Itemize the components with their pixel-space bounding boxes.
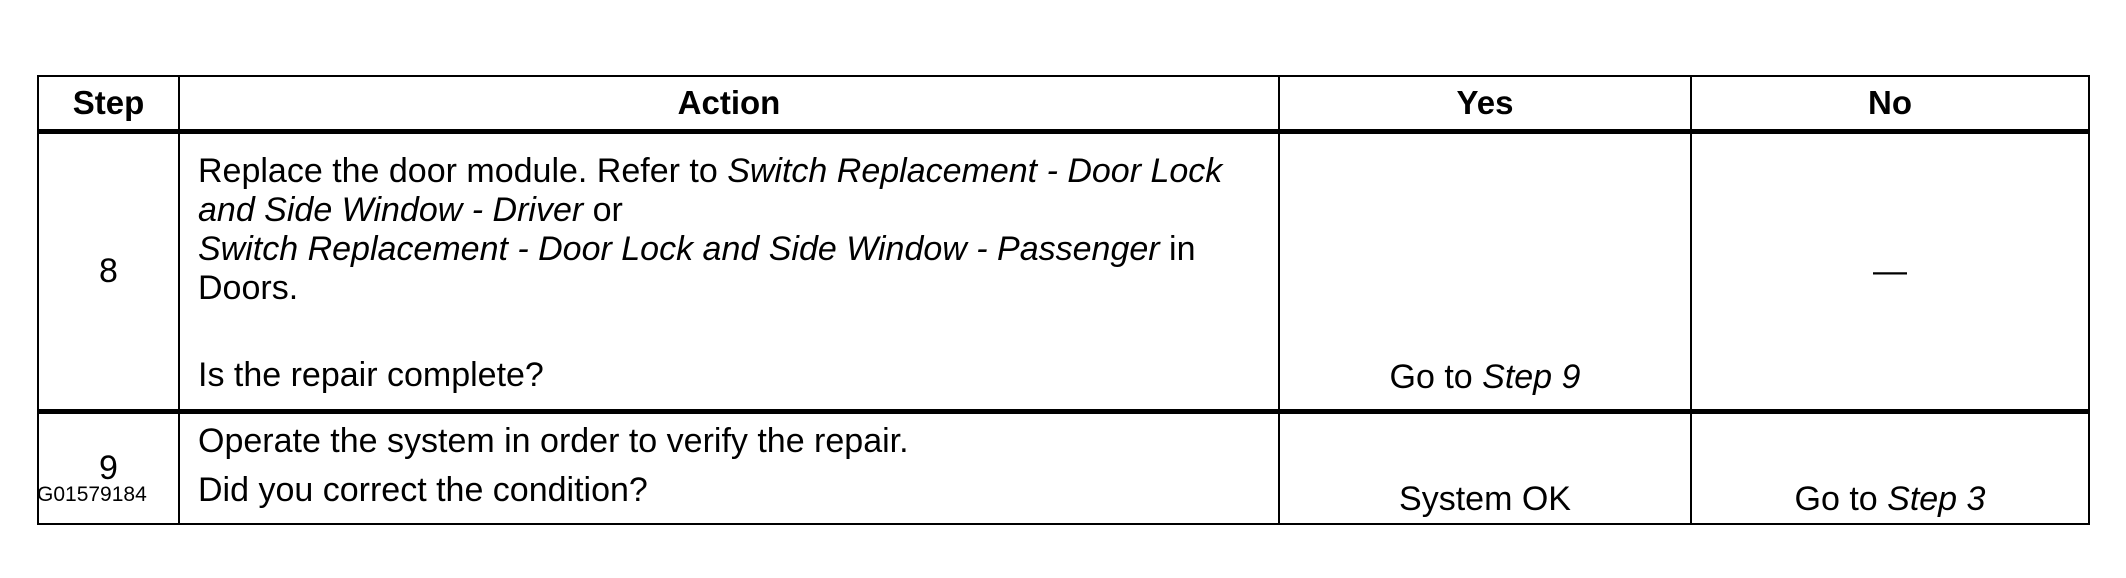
table-header-row: Step Action Yes No: [37, 75, 2090, 134]
yes-cell: Go to Step 9: [1278, 130, 1692, 414]
no-cell: —: [1690, 130, 2090, 414]
table-row: 9 Operate the system in order to verify …: [37, 410, 2090, 525]
action-question: Did you correct the condition?: [198, 471, 648, 509]
action-text: Replace the door module. Refer to: [198, 152, 728, 190]
header-no: No: [1690, 75, 2090, 134]
action-instruction: Replace the door module. Refer to Switch…: [198, 152, 1270, 308]
action-text: or: [583, 191, 623, 229]
step-reference: Step 3: [1887, 480, 1986, 518]
yes-value: System OK: [1399, 480, 1571, 518]
action-instruction: Operate the system in order to verify th…: [198, 422, 909, 460]
header-action: Action: [178, 75, 1280, 134]
header-yes: Yes: [1278, 75, 1692, 134]
table-row: 8 Replace the door module. Refer to Swit…: [37, 130, 2090, 414]
step-reference: Step 9: [1482, 358, 1581, 396]
action-question: Is the repair complete?: [198, 356, 544, 394]
step-number: 8: [37, 130, 180, 414]
yes-cell: System OK: [1278, 410, 1692, 525]
action-text: in Doors.: [198, 230, 1196, 307]
diagnostic-table: Step Action Yes No 8 Replace the door mo…: [37, 75, 2090, 525]
action-cell: Replace the door module. Refer to Switch…: [178, 130, 1280, 414]
reference-link-passenger: Switch Replacement - Door Lock and Side …: [198, 230, 1160, 268]
yes-prefix: Go to: [1389, 358, 1483, 396]
step-number: 9: [37, 410, 180, 525]
no-cell: Go to Step 3: [1690, 410, 2090, 525]
no-prefix: Go to: [1794, 480, 1888, 518]
action-cell: Operate the system in order to verify th…: [178, 410, 1280, 525]
spacer: [198, 308, 1270, 356]
figure-id: G01579184: [37, 483, 147, 506]
header-step: Step: [37, 75, 180, 134]
no-value: —: [1873, 252, 1907, 290]
reference-link-driver: Switch Replacement - Door Lock and Side …: [198, 152, 1223, 229]
